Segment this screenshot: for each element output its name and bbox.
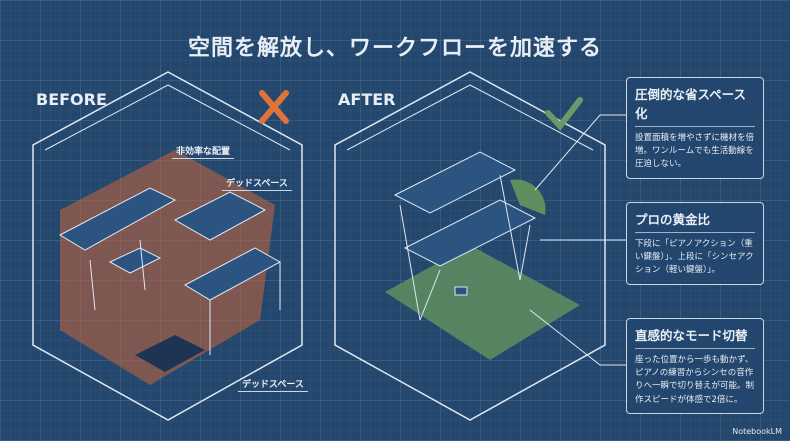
card-body: 下段に「ピアノアクション（重い鍵盤）」、上段に「シンセアクション（軽い鍵盤）」。: [635, 239, 754, 276]
before-room: [32, 71, 303, 421]
before-equipment: [58, 187, 282, 355]
card-mode-switch: 直感的なモード切替 座った位置から一歩も動かず、ピアノの練習からシンセの音作りへ…: [626, 318, 764, 414]
notebooklm-branding: NotebookLM: [732, 427, 782, 436]
card-title: 直感的なモード切替: [635, 325, 755, 349]
card-body: 座った位置から一歩も動かず、ピアノの練習からシンセの音作りへ一瞬で切り替えが可能…: [635, 355, 755, 405]
after-floor: [385, 245, 580, 360]
after-room: [334, 71, 606, 421]
check-icon: [545, 97, 583, 131]
card-space-saving: 圧倒的な省スペース化 設置面積を増やさずに機材を倍増。ワンルームでも生活動線を圧…: [626, 77, 764, 179]
page-title: 空間を解放し、ワークフローを加速する: [187, 36, 602, 61]
connector-lines: [529, 114, 626, 366]
floor-mat: [135, 335, 205, 372]
card-golden-ratio: プロの黄金比 下段に「ピアノアクション（重い鍵盤）」、上段に「シンセアクション（…: [626, 202, 764, 285]
two-tier-keyboard-stand: [393, 151, 537, 321]
before-label: BEFORE: [36, 90, 107, 109]
callout-inefficient-layout: 非効率な配置: [172, 143, 235, 159]
card-body: 設置面積を増やさずに機材を倍増。ワンルームでも生活動線を圧迫しない。: [635, 133, 755, 170]
card-title: プロの黄金比: [635, 209, 755, 233]
x-icon: [259, 90, 289, 124]
card-title: 圧倒的な省スペース化: [635, 84, 755, 127]
callout-dead-space-2: デッドスペース: [238, 376, 308, 392]
after-label: AFTER: [338, 90, 396, 109]
callout-dead-space-1: デッドスペース: [222, 175, 292, 191]
